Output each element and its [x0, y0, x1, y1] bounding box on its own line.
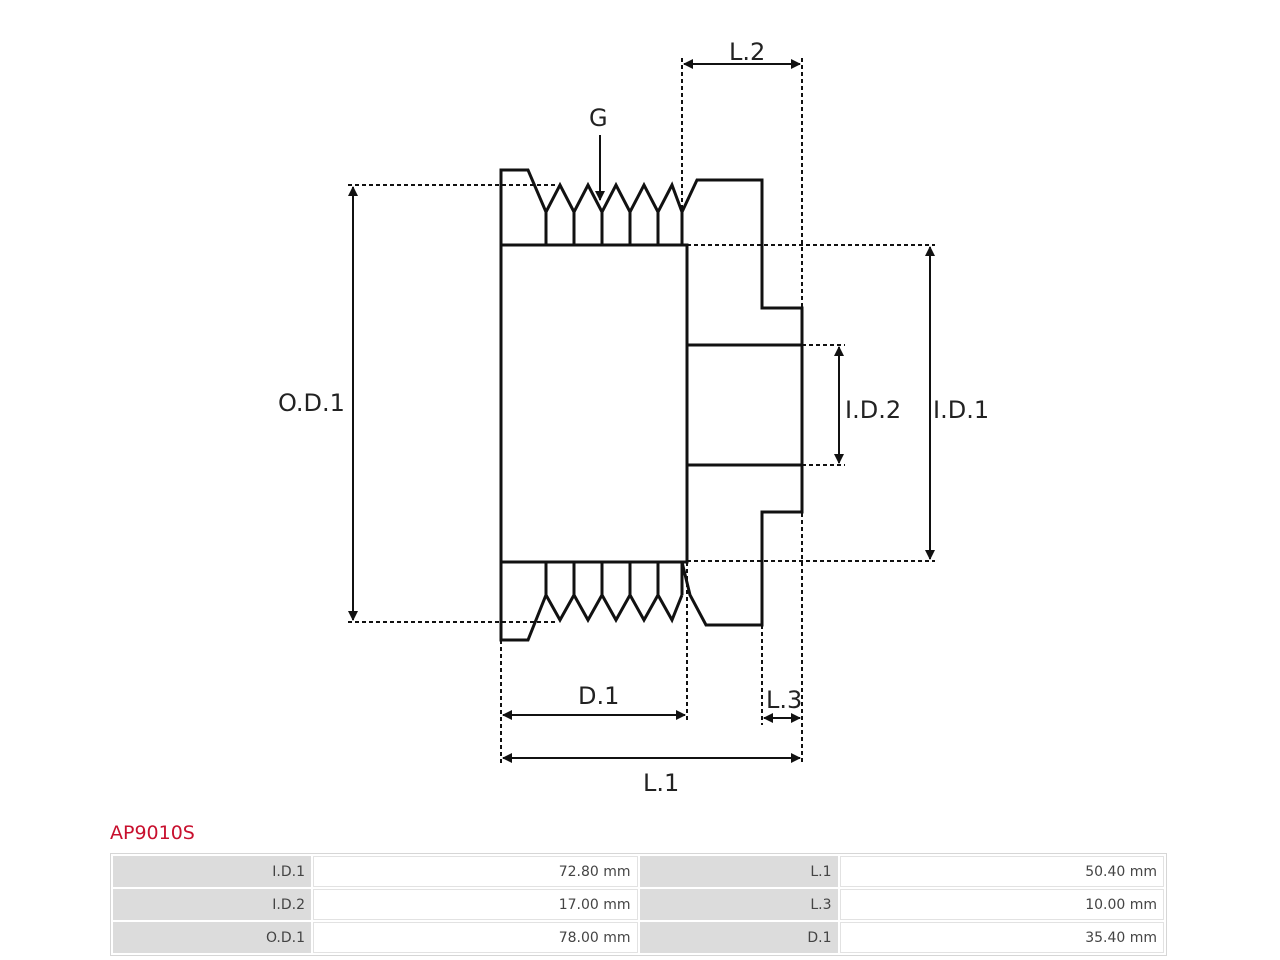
spec-key: D.1 [639, 922, 838, 953]
product-code: AP9010S [110, 822, 195, 844]
table-row: I.D.2 17.00 mm L.3 10.00 mm [113, 889, 1164, 920]
pulley-outline [499, 168, 804, 642]
spec-value: 78.00 mm [313, 922, 638, 953]
spec-value: 35.40 mm [839, 922, 1164, 953]
upper-groove-profile [499, 168, 804, 627]
table-row: I.D.1 72.80 mm L.1 50.40 mm [113, 856, 1164, 887]
spec-key: I.D.2 [113, 889, 311, 920]
spec-key: L.3 [639, 889, 838, 920]
spec-key: O.D.1 [113, 922, 311, 953]
dimension-arrows [348, 59, 935, 763]
bore-body [499, 243, 689, 564]
spec-value: 17.00 mm [313, 889, 638, 920]
label-l1: L.1 [643, 769, 679, 797]
label-d1: D.1 [578, 682, 619, 710]
specs-table: I.D.1 72.80 mm L.1 50.40 mm I.D.2 17.00 … [110, 853, 1167, 956]
spec-value: 72.80 mm [313, 856, 638, 887]
spec-key: I.D.1 [113, 856, 311, 887]
groove-ribs [544, 212, 684, 595]
label-l2: L.2 [729, 38, 765, 66]
spec-value: 50.40 mm [839, 856, 1164, 887]
label-od1: O.D.1 [278, 389, 345, 417]
spec-value: 10.00 mm [839, 889, 1164, 920]
label-id2: I.D.2 [845, 396, 901, 424]
spec-key: L.1 [639, 856, 838, 887]
extension-lines [348, 58, 935, 765]
pulley-diagram: O.D.1 I.D.1 I.D.2 L.2 G D.1 L.3 L.1 [278, 38, 989, 797]
label-id1: I.D.1 [933, 396, 989, 424]
table-row: O.D.1 78.00 mm D.1 35.40 mm [113, 922, 1164, 953]
lower-groove-profile [499, 562, 684, 642]
label-l3: L.3 [766, 686, 802, 714]
label-g: G [589, 104, 608, 132]
dimension-labels: O.D.1 I.D.1 I.D.2 L.2 G D.1 L.3 L.1 [278, 38, 989, 797]
